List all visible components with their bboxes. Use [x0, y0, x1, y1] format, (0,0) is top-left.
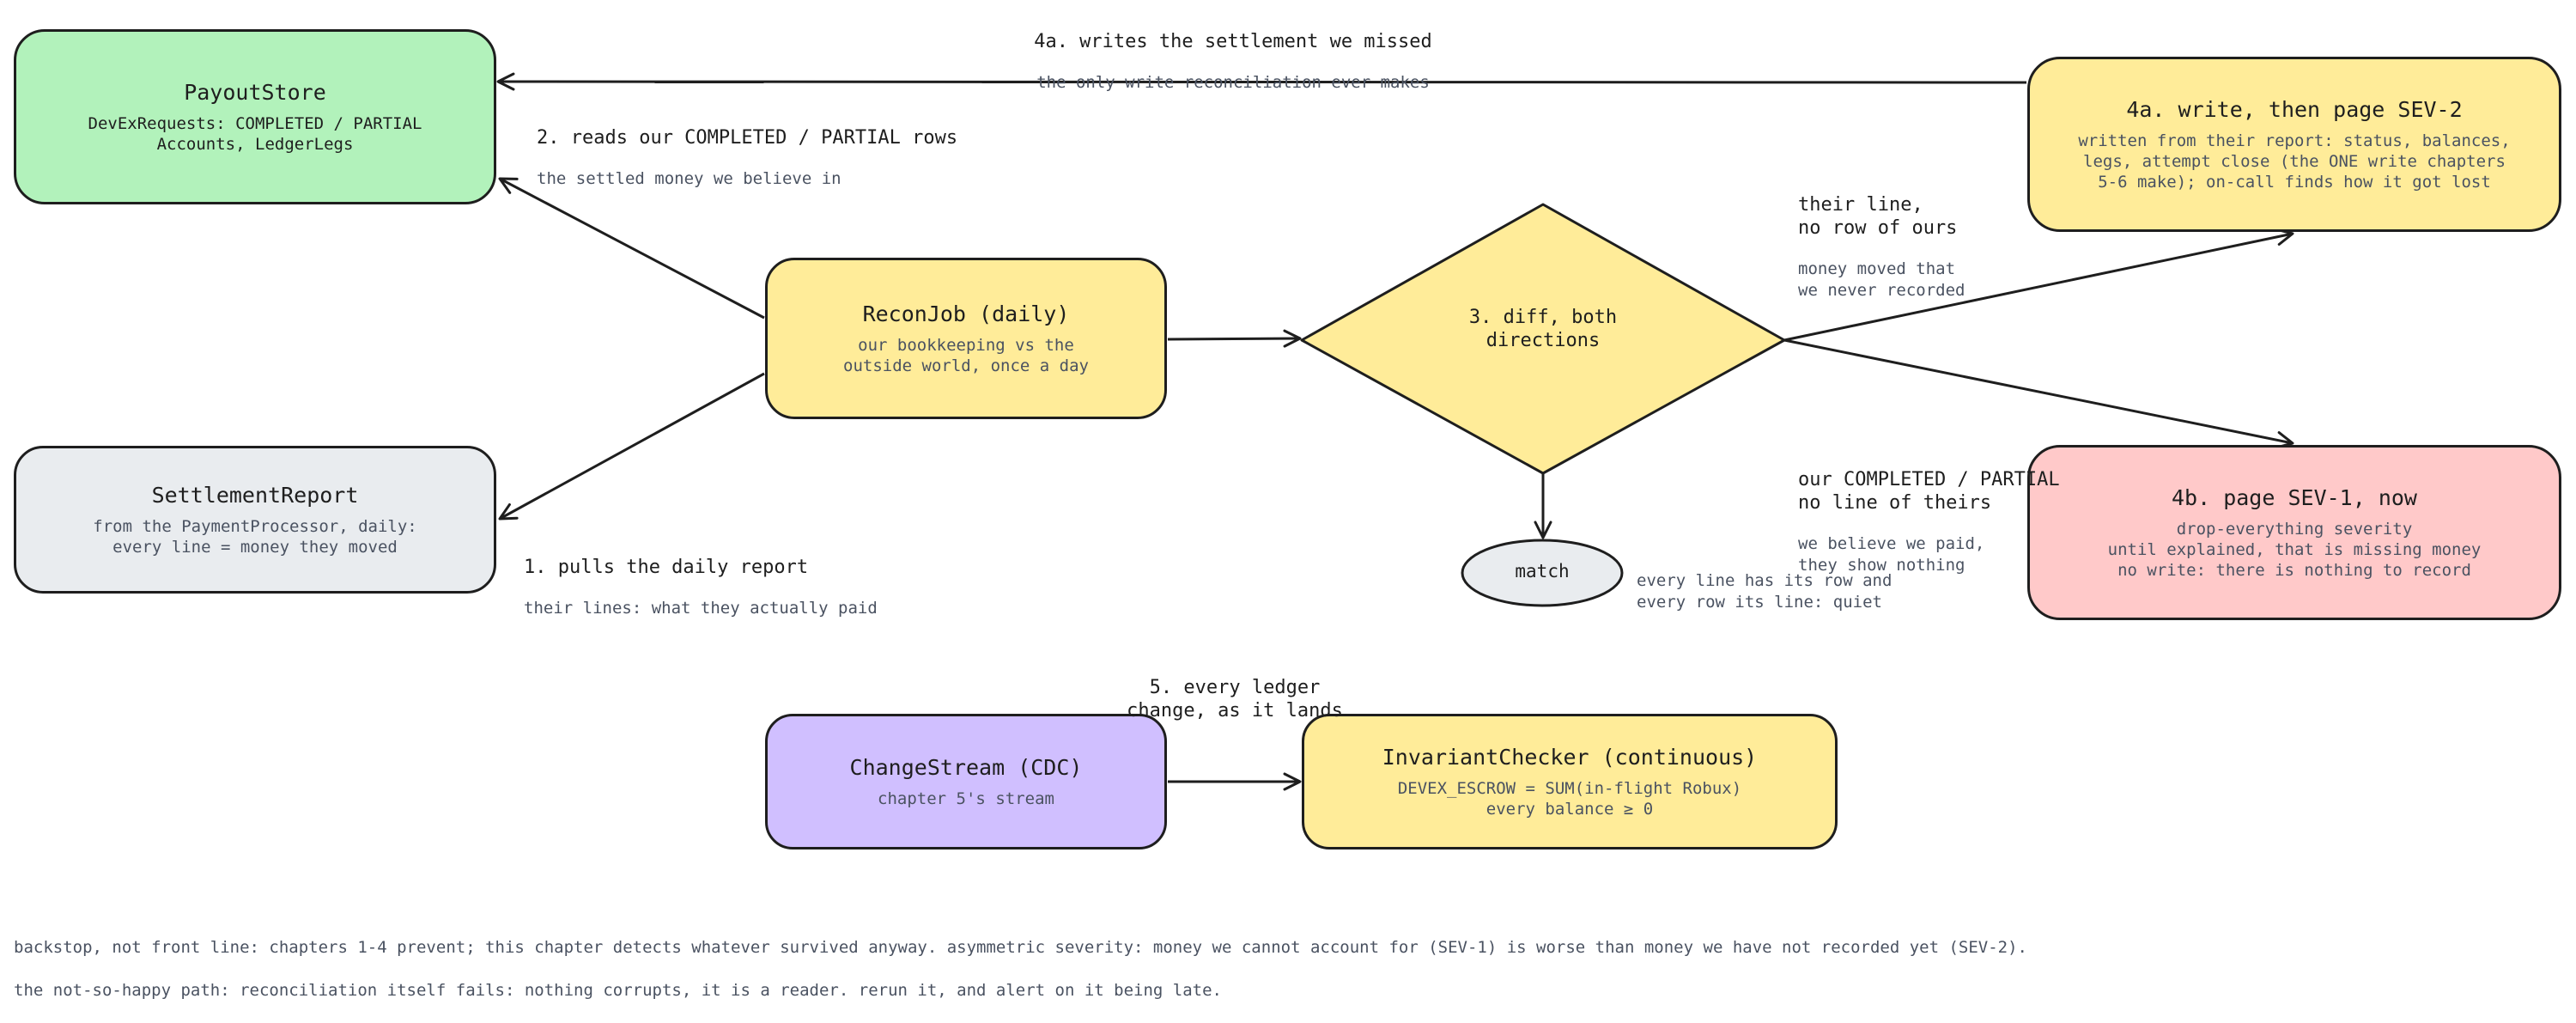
label-our-completed-title: our COMPLETED / PARTIAL no line of their…	[1798, 469, 2060, 514]
arrow-diff-to-write	[1783, 228, 2294, 342]
change-stream-title: ChangeStream (CDC)	[849, 755, 1083, 780]
write-sev2-title: 4a. write, then page SEV-2	[2126, 97, 2463, 122]
footer-line-1: backstop, not front line: chapters 1-4 p…	[14, 938, 2027, 957]
settlement-report-title: SettlementReport	[151, 483, 359, 508]
match-label: match	[1515, 561, 1570, 582]
write-sev2-sub: written from their report: status, balan…	[2078, 131, 2511, 192]
label-reads-rows-sub: the settled money we believe in	[537, 169, 841, 188]
recon-job-sub: our bookkeeping vs the outside world, on…	[843, 336, 1089, 375]
label-their-line: their line, no row of ours money moved t…	[1798, 177, 1965, 318]
invariant-checker-node: InvariantChecker (continuous) DEVEX_ESCR…	[1302, 714, 1838, 849]
arrow-diff-to-sev1	[1783, 338, 2294, 449]
payout-store-sub: DevExRequests: COMPLETED / PARTIAL Accou…	[88, 114, 422, 154]
invariant-checker-title: InvariantChecker (continuous)	[1382, 745, 1758, 770]
recon-job-node: ReconJob (daily) our bookkeeping vs the …	[765, 258, 1167, 419]
label-match-note-sub: every line has its row and every row its…	[1637, 571, 1893, 612]
label-reads-rows-title: 2. reads our COMPLETED / PARTIAL rows	[537, 127, 958, 149]
match-ellipse	[1461, 539, 1624, 607]
payout-store-title: PayoutStore	[184, 80, 326, 105]
label-reads-rows: 2. reads our COMPLETED / PARTIAL rows th…	[537, 110, 957, 206]
label-every-ledger-title: 5. every ledger change, as it lands	[1127, 677, 1343, 722]
arrow-recon-to-payout	[498, 177, 765, 320]
settlement-report-node: SettlementReport from the PaymentProcess…	[14, 446, 496, 594]
label-writes-settlement: 4a. writes the settlement we missed the …	[975, 14, 1491, 110]
label-pulls-report-sub: their lines: what they actually paid	[524, 599, 878, 618]
label-writes-settlement-sub: the only write reconciliation ever makes	[1036, 73, 1430, 92]
arrow-recon-to-diff	[1167, 329, 1302, 348]
footer-line-2: the not-so-happy path: reconciliation it…	[14, 981, 1222, 1000]
change-stream-node: ChangeStream (CDC) chapter 5's stream	[765, 714, 1167, 849]
label-pulls-report-title: 1. pulls the daily report	[524, 557, 809, 578]
label-their-line-sub: money moved that we never recorded	[1798, 259, 1965, 300]
change-stream-sub: chapter 5's stream	[878, 789, 1054, 808]
label-our-completed: our COMPLETED / PARTIAL no line of their…	[1798, 452, 2060, 593]
arrow-recon-to-settlement	[498, 372, 765, 521]
label-their-line-title: their line, no row of ours	[1798, 194, 1958, 239]
footer-notes: backstop, not front line: chapters 1-4 p…	[14, 916, 2027, 1023]
page-sev1-node: 4b. page SEV-1, now drop-everything seve…	[2027, 445, 2561, 620]
payout-store-node: PayoutStore DevExRequests: COMPLETED / P…	[14, 29, 496, 204]
label-every-ledger: 5. every ledger change, as it lands	[1063, 660, 1406, 739]
label-match-note: every line has its row and every row its…	[1637, 551, 1892, 630]
invariant-checker-sub: DEVEX_ESCROW = SUM(in-flight Robux) ever…	[1397, 779, 1742, 819]
page-sev1-title: 4b. page SEV-1, now	[2172, 485, 2417, 510]
page-sev1-sub: drop-everything severity until explained…	[2107, 520, 2482, 580]
recon-job-title: ReconJob (daily)	[862, 301, 1070, 326]
write-sev2-node: 4a. write, then page SEV-2 written from …	[2027, 57, 2561, 232]
settlement-report-sub: from the PaymentProcessor, daily: every …	[93, 517, 417, 557]
label-our-completed-sub: we believe we paid, they show nothing	[1798, 534, 1985, 575]
diagram-canvas	[496, 72, 2294, 791]
diff-label: 3. diff, both directions	[1468, 307, 1618, 351]
label-pulls-report: 1. pulls the daily report their lines: w…	[524, 539, 878, 636]
label-writes-settlement-title: 4a. writes the settlement we missed	[1034, 31, 1432, 52]
